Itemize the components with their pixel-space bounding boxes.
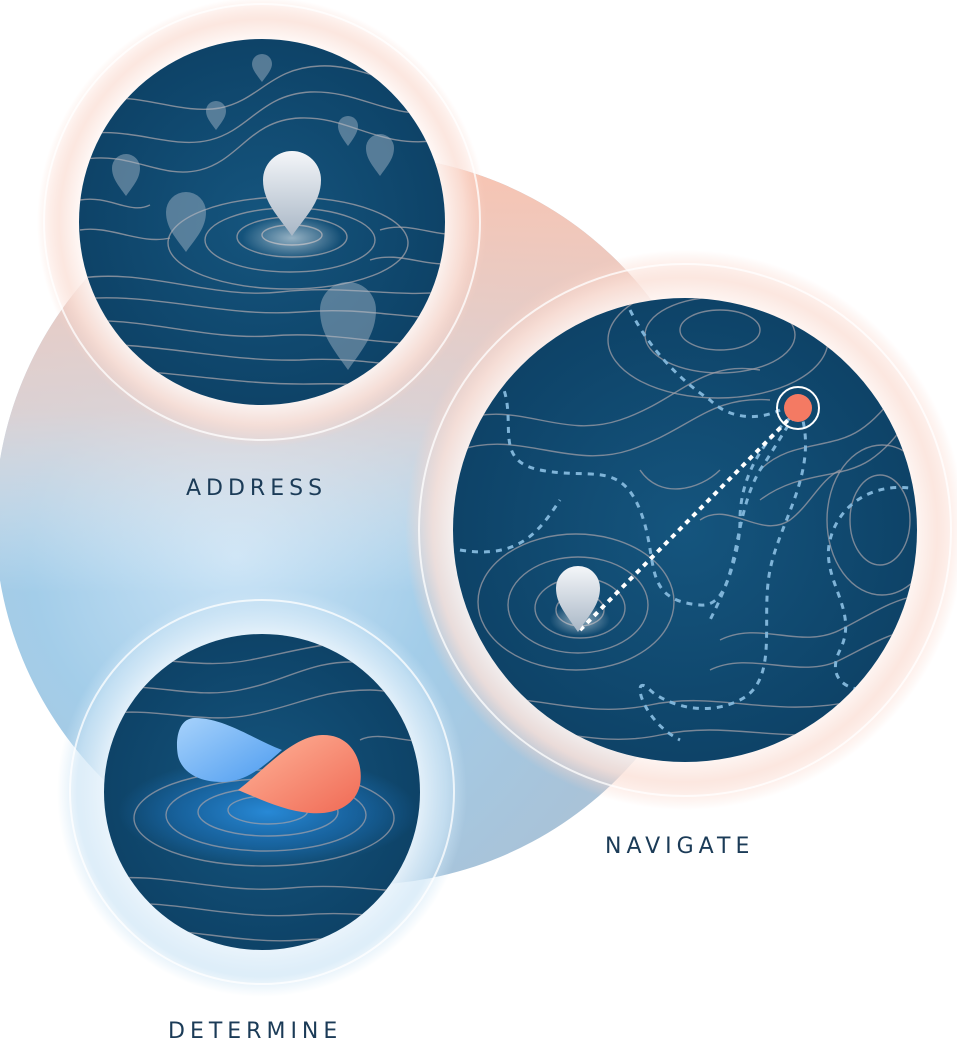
determine-map: [104, 634, 420, 950]
map-pin-icon: [112, 154, 140, 196]
droplet-icon: [238, 734, 361, 814]
navigate-map: [453, 298, 917, 762]
navigate-label: NAVIGATE: [605, 834, 755, 859]
map-pin-icon: [338, 116, 358, 146]
map-pin-icon: [252, 54, 272, 82]
address-label: ADDRESS: [186, 476, 328, 501]
map-pin-icon: [320, 282, 376, 370]
faded-pins: [112, 54, 394, 370]
navigate-trails: [459, 309, 917, 742]
determine-label: DETERMINE: [168, 1019, 343, 1044]
destination-dot-icon: [776, 386, 820, 430]
map-pin-icon: [206, 101, 226, 130]
pin-glow: [242, 216, 342, 260]
map-pin-icon: [556, 566, 600, 632]
map-pin-icon: [263, 151, 321, 236]
map-pin-icon: [166, 192, 206, 252]
route-line: [578, 408, 800, 632]
map-pin-icon: [366, 134, 394, 176]
determine-ring: [69, 599, 455, 985]
address-map: [79, 39, 445, 405]
navigate-ring: [418, 263, 952, 797]
address-ring: [43, 3, 481, 441]
droplet-icon: [176, 718, 282, 782]
